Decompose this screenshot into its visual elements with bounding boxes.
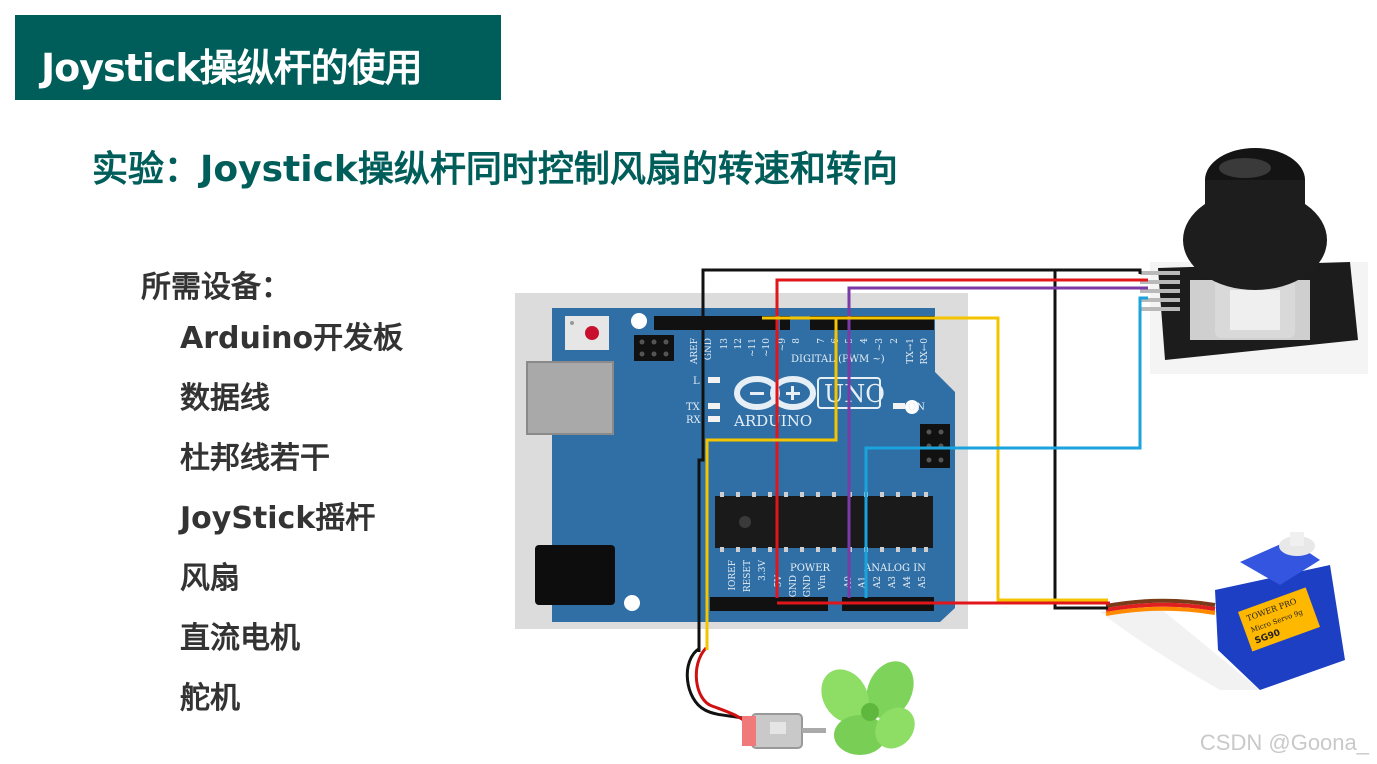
pin-label: GND bbox=[704, 338, 714, 360]
watermark: CSDN @Goona_ bbox=[1199, 730, 1369, 755]
power-jack bbox=[535, 545, 615, 605]
pin-label: ~3 bbox=[875, 338, 885, 352]
analog-header-label: ANALOG IN bbox=[863, 563, 926, 574]
equipment-item: 直流电机 bbox=[180, 621, 300, 656]
experiment-heading: 实验：Joystick操纵杆同时控制风扇的转速和转向 bbox=[92, 149, 898, 190]
arduino-brand-label: ARDUINO bbox=[733, 412, 812, 430]
equipment-item: JoyStick摇杆 bbox=[180, 501, 376, 536]
microcontroller-chip bbox=[715, 496, 933, 548]
pin-label: A2 bbox=[873, 576, 883, 589]
equipment-list: Arduino开发板 数据线 杜邦线若干 JoyStick摇杆 风扇 直流电机 … bbox=[180, 318, 403, 738]
joystick-module bbox=[1140, 148, 1368, 374]
title-banner: Joystick操纵杆的使用 bbox=[15, 15, 501, 100]
equipment-item: 风扇 bbox=[180, 561, 240, 596]
power-header-label: POWER bbox=[790, 563, 831, 574]
usb-port bbox=[526, 361, 614, 435]
fan-propeller-icon bbox=[821, 661, 915, 755]
on-led-label: ON bbox=[908, 402, 925, 413]
pin-label: 2 bbox=[890, 338, 900, 344]
uno-model-label: UNO bbox=[824, 380, 885, 408]
pin-label: A5 bbox=[918, 576, 928, 589]
pin-label: 5V bbox=[774, 575, 784, 588]
pin-label: ~9 bbox=[778, 338, 788, 352]
pin-label: A4 bbox=[903, 576, 913, 589]
pin-label: A1 bbox=[858, 576, 868, 589]
led-l-label: L bbox=[693, 376, 700, 387]
equipment-item: 数据线 bbox=[180, 381, 270, 416]
arduino-board: L TX RX ON ARDUINO UNO DIGITAL (PWM ~) P… bbox=[515, 293, 968, 629]
equipment-item: 杜邦线若干 bbox=[180, 441, 330, 476]
digital-header-label: DIGITAL (PWM ~) bbox=[791, 354, 885, 365]
pin-label: 12 bbox=[734, 338, 744, 349]
pin-label: 13 bbox=[720, 338, 730, 350]
pin-label: GND bbox=[803, 575, 813, 597]
pin-label: 8 bbox=[792, 338, 802, 344]
pin-label: Vin bbox=[818, 575, 828, 591]
pin-label: TX→1 bbox=[906, 338, 916, 364]
equipment-item: 舵机 bbox=[180, 681, 240, 716]
pin-label: GND bbox=[789, 575, 799, 597]
pin-label: RESET bbox=[743, 560, 753, 592]
servo-motor: TOWER PRO Micro Servo 9g SG90 bbox=[1100, 532, 1345, 690]
equipment-item: Arduino开发板 bbox=[180, 321, 404, 356]
led-rx-label: RX bbox=[686, 415, 702, 426]
pin-label: ~10 bbox=[762, 338, 772, 357]
slide-title: Joystick操纵杆的使用 bbox=[41, 46, 423, 90]
pin-label: A3 bbox=[888, 576, 898, 589]
equipment-label: 所需设备： bbox=[141, 270, 291, 305]
pin-label: 3.3V bbox=[758, 559, 768, 580]
wires bbox=[697, 268, 1148, 652]
pin-label: RX←0 bbox=[920, 338, 930, 365]
pin-label: 7 bbox=[817, 338, 827, 344]
pin-label: IOREF bbox=[728, 560, 738, 591]
pin-label: AREF bbox=[690, 338, 700, 365]
pin-label: 4 bbox=[860, 338, 870, 344]
dc-motor bbox=[685, 646, 826, 749]
pin-label: ~11 bbox=[748, 338, 758, 357]
led-tx-label: TX bbox=[686, 402, 701, 413]
